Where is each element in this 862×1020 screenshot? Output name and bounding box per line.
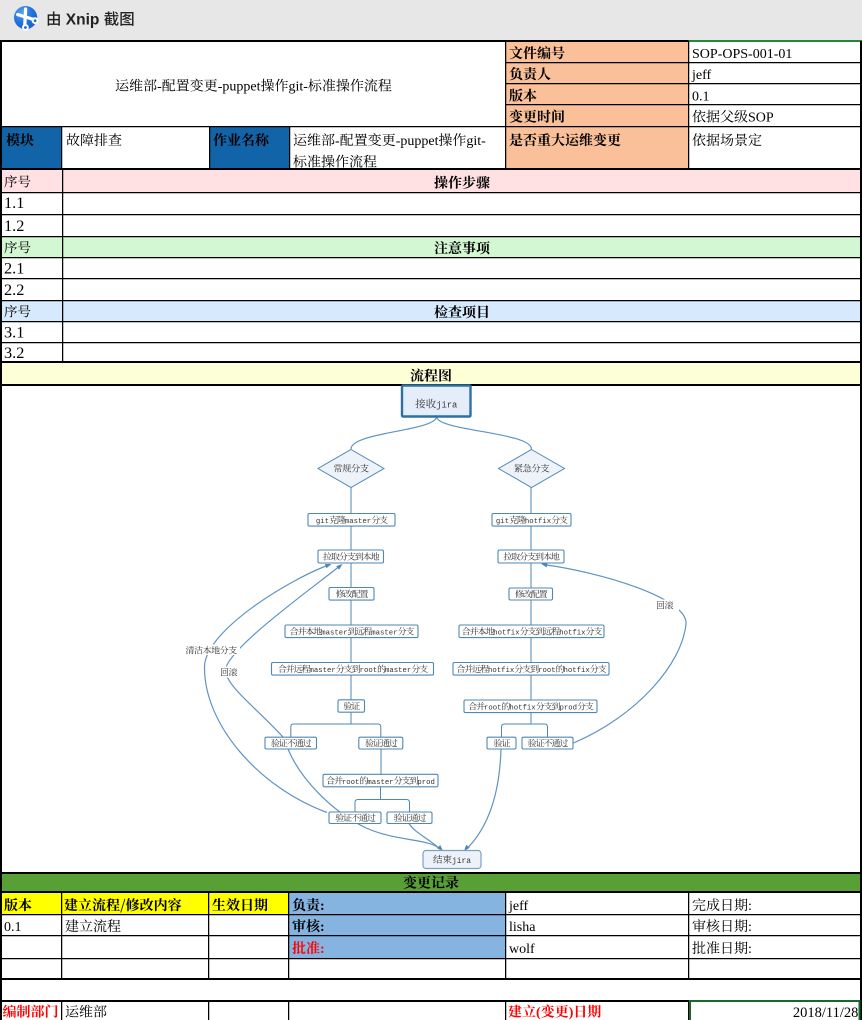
svg-text:prod: prod [560, 705, 578, 713]
svg-text:master: master [310, 667, 336, 675]
svg-text:hotfix: hotfix [493, 630, 520, 638]
svg-text::: : [748, 942, 752, 957]
svg-text:hotfix: hotfix [509, 705, 536, 713]
svg-text::: : [320, 942, 325, 957]
svg-text:master: master [367, 779, 393, 787]
svg-text:-puppet: -puppet [218, 80, 261, 95]
svg-text::: : [320, 920, 325, 935]
svg-text:SOP-OPS-001-01: SOP-OPS-001-01 [692, 47, 792, 62]
svg-text:root: root [484, 705, 502, 713]
svg-text:1.2: 1.2 [4, 216, 24, 235]
svg-text:hotfix: hotfix [525, 518, 552, 526]
svg-text:jira: jira [436, 401, 457, 411]
svg-text:root: root [342, 779, 360, 787]
svg-text:git-: git- [466, 134, 486, 149]
svg-text:wolf: wolf [509, 942, 535, 957]
svg-text:master: master [321, 630, 347, 638]
svg-text:jeff: jeff [508, 899, 529, 914]
svg-text:prod: prod [417, 779, 435, 787]
svg-text:0.1: 0.1 [692, 90, 710, 105]
svg-text:master: master [345, 518, 371, 526]
svg-text::: : [320, 899, 325, 914]
svg-text:0.1: 0.1 [4, 920, 22, 935]
svg-text::: : [748, 920, 752, 935]
svg-text:-puppet: -puppet [396, 134, 439, 149]
svg-text:root: root [360, 667, 378, 675]
svg-text:master: master [385, 667, 411, 675]
svg-text:SOP: SOP [748, 111, 774, 126]
svg-text:2.2: 2.2 [4, 280, 24, 299]
svg-text:3.2: 3.2 [4, 343, 24, 362]
svg-text:Xnip: Xnip [62, 12, 104, 29]
svg-text:1.1: 1.1 [4, 193, 24, 212]
svg-text:hotfix: hotfix [559, 630, 586, 638]
svg-text:-: - [157, 80, 162, 95]
svg-text:2018/11/28: 2018/11/28 [793, 1005, 859, 1020]
svg-text:(: ( [536, 1006, 541, 1020]
svg-text:-: - [335, 134, 340, 149]
svg-text:jira: jira [452, 857, 471, 866]
svg-text:root: root [538, 667, 556, 675]
svg-text::: : [748, 899, 752, 914]
svg-text:2.1: 2.1 [4, 259, 24, 278]
svg-text:git-: git- [289, 80, 309, 95]
svg-text:hotfix: hotfix [488, 667, 515, 675]
svg-text:jeff: jeff [691, 68, 712, 83]
svg-text:lisha: lisha [509, 920, 536, 935]
svg-text:): ) [569, 1006, 574, 1020]
svg-text:3.1: 3.1 [4, 323, 24, 342]
svg-text:master: master [371, 630, 397, 638]
svg-text:hotfix: hotfix [564, 667, 591, 675]
svg-text:git: git [496, 518, 509, 526]
svg-text:git: git [316, 518, 329, 526]
